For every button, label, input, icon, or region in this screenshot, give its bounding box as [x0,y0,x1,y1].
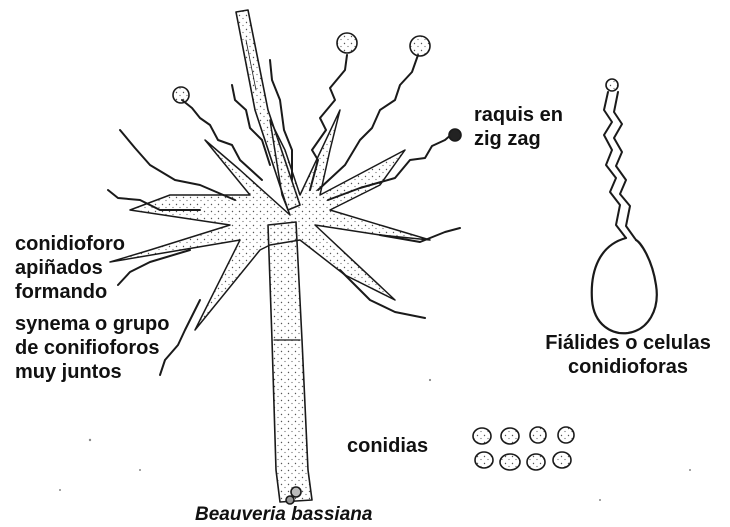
label-synema: synema o grupo de conifioforos muy junto… [15,312,169,384]
phialide-figure [592,79,657,333]
conidial-heads [173,33,461,141]
label-raquis: raquis en zig zag [474,103,563,151]
species-title: Beauveria bassiana [195,503,372,527]
conidia-spores [473,427,574,470]
label-conidias: conidias [347,434,428,458]
label-fialides: Fiálides o celulas conidioforas [530,331,726,379]
label-conidioforo: conidioforo apiñados formando [15,232,125,304]
basal-hypha [268,222,312,504]
